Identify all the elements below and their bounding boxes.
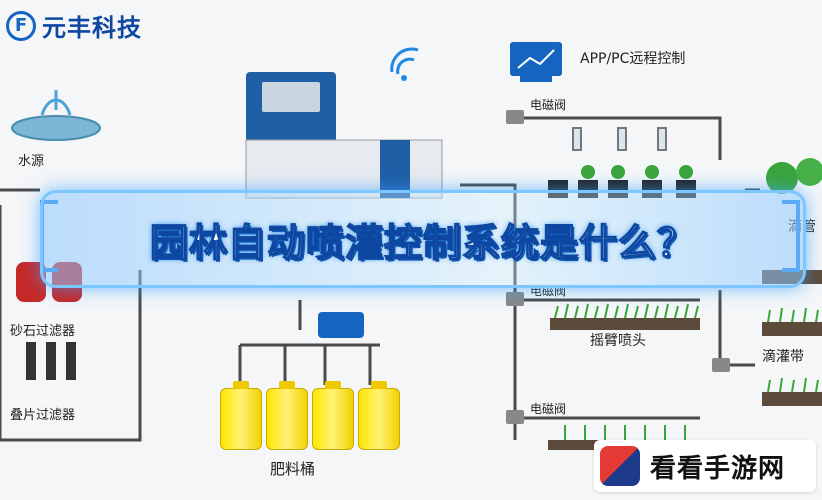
- fertilizer-tank: [220, 381, 262, 450]
- brand-logo-icon: F: [6, 10, 36, 41]
- fertilizer-tank: [358, 381, 400, 450]
- label-drip-tape: 滴灌带: [762, 349, 804, 365]
- title-banner: 园林自动喷灌控制系统是什么？: [40, 190, 806, 288]
- label-solenoid-valve-3: 电磁阀: [530, 402, 567, 416]
- label-water-source: 水源: [18, 154, 45, 169]
- fertilizer-tank: [312, 381, 354, 450]
- brand-name: 元丰科技: [42, 14, 142, 42]
- watermark: 看看手游网: [594, 440, 816, 492]
- label-sand-filter: 砂石过滤器: [10, 324, 76, 339]
- label-solenoid-valve-1: 电磁阀: [530, 98, 567, 112]
- label-fertilizer-bucket: 肥料桶: [270, 460, 316, 478]
- watermark-logo-icon: [600, 446, 640, 486]
- label-swing-sprinkler: 摇臂喷头: [590, 333, 646, 349]
- fertilizer-tank: [266, 381, 308, 450]
- label-disc-filter: 叠片过滤器: [10, 408, 76, 423]
- watermark-text: 看看手游网: [650, 453, 786, 484]
- brand: F 元丰科技: [6, 8, 142, 43]
- banner-title: 园林自动喷灌控制系统是什么？: [149, 220, 696, 266]
- label-remote-control: APP/PC远程控制: [580, 51, 686, 67]
